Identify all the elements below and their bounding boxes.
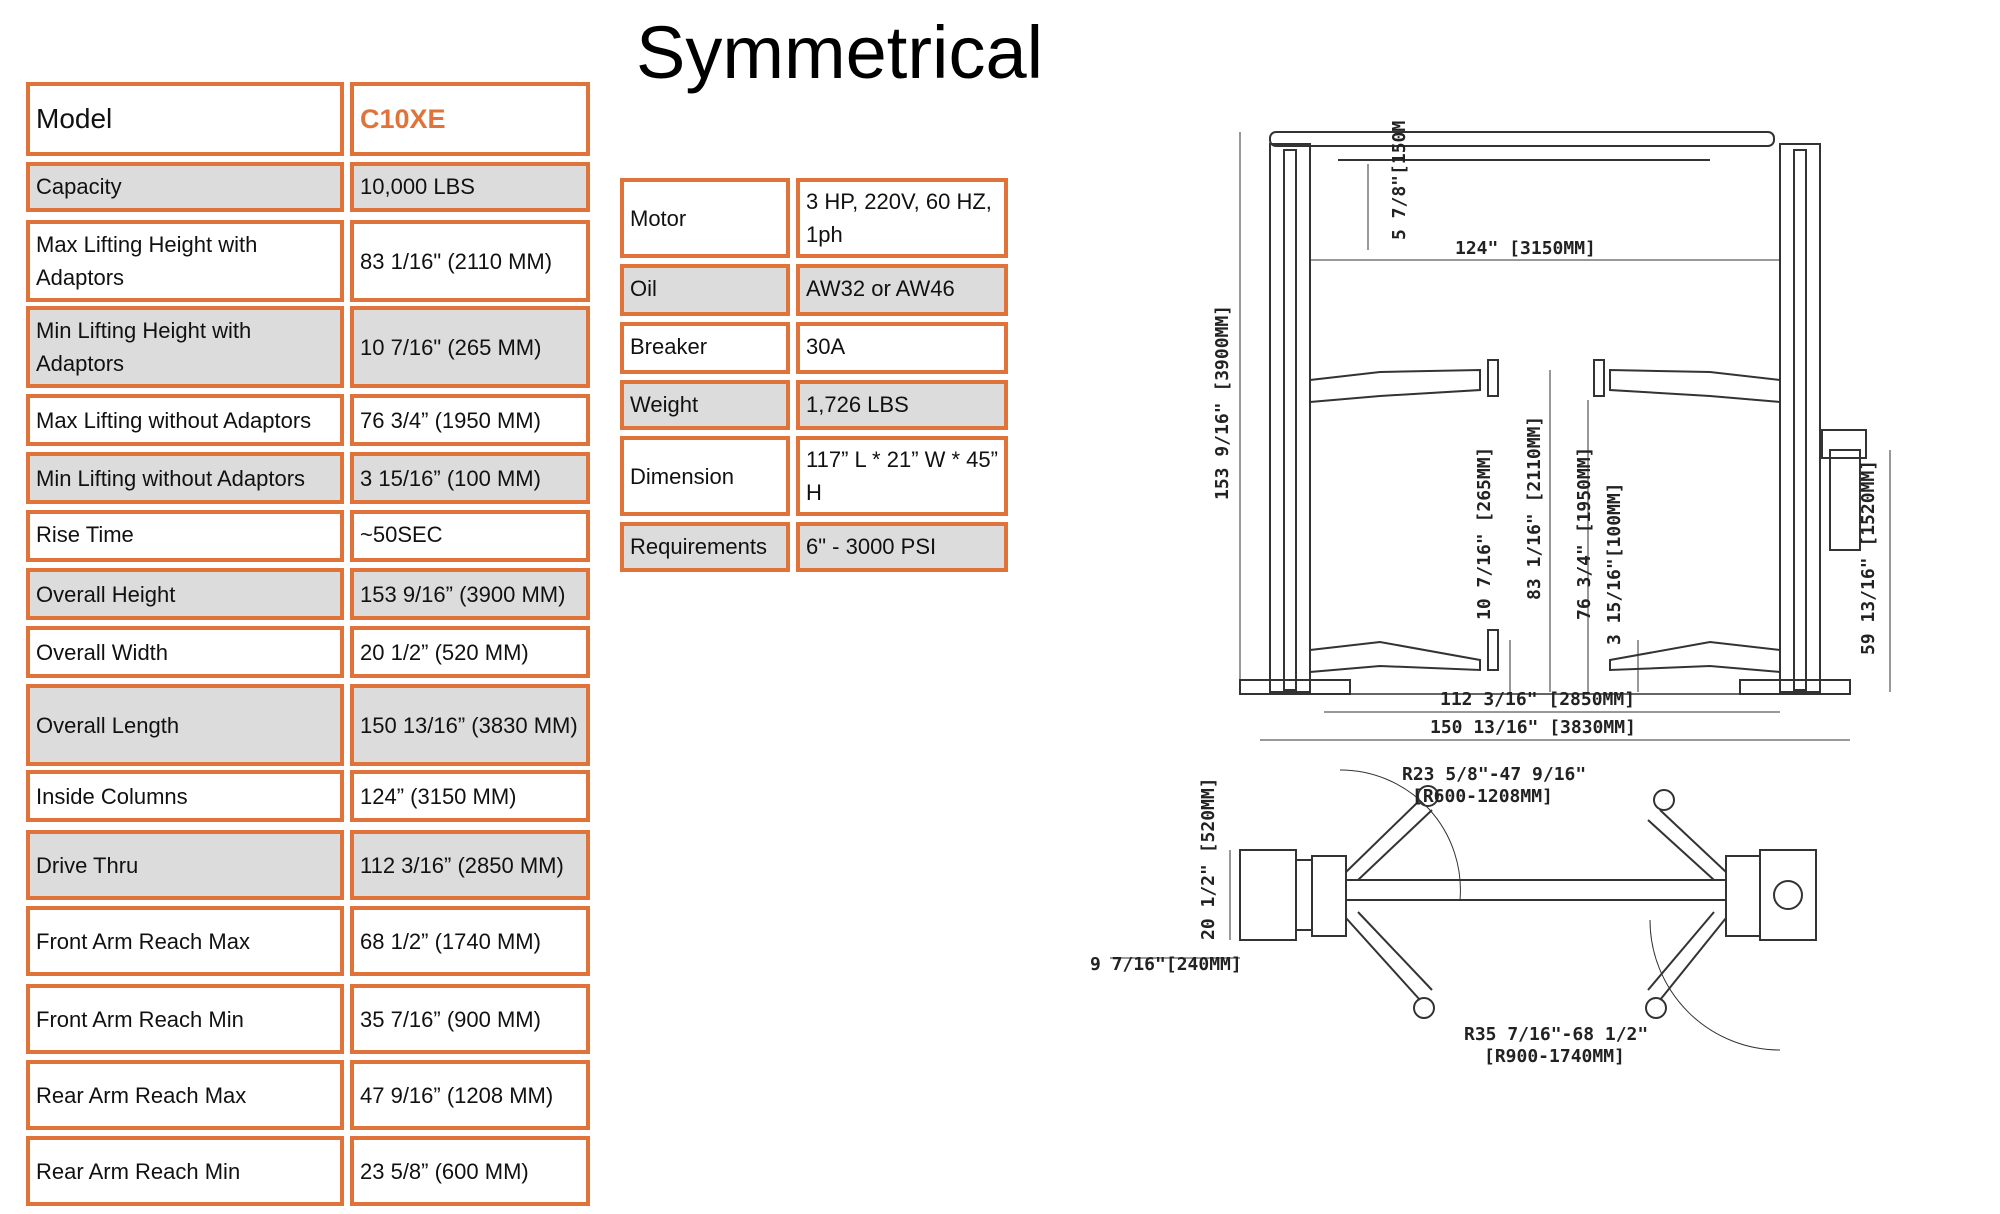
spec-label-oil: Oil [620,264,790,316]
spec-value-front-arm-min: 35 7/16” (900 MM) [350,984,590,1054]
spec-value-model: C10XE [350,82,590,156]
spec-label-overall-length: Overall Length [26,684,344,766]
spec-label-overall-height: Overall Height [26,568,344,620]
dim-front-reach-2: [R900-1740MM] [1484,1046,1625,1067]
dim-width: 20 1/2" [520MM] [1198,777,1219,940]
spec-value-inside-columns: 124” (3150 MM) [350,770,590,822]
spec-value-overall-length: 150 13/16” (3830 MM) [350,684,590,766]
spec-value-weight: 1,726 LBS [796,380,1008,430]
spec-label-front-arm-min: Front Arm Reach Min [26,984,344,1054]
spec-value-rear-arm-max: 47 9/16” (1208 MM) [350,1060,590,1130]
spec-label-dimension: Dimension [620,436,790,516]
dim-max-no-adaptor: 76 3/4" [1950MM] [1574,447,1595,620]
dim-overall-length: 150 13/16" [3830MM] [1430,717,1636,738]
lift-technical-drawing: 5 7/8"[150MM] 124" [3150MM] 153 9/16" [3… [1090,120,1891,1067]
spec-value-rear-arm-min: 23 5/8” (600 MM) [350,1136,590,1206]
power-unit [1829,449,1861,551]
spec-value-requirements: 6" - 3000 PSI [796,522,1008,572]
top-overhead-beam [1269,131,1775,147]
spec-label-front-arm-max: Front Arm Reach Max [26,906,344,976]
dim-power-unit: 59 13/16" [1520MM] [1858,460,1879,655]
dim-inside-columns: 124" [3150MM] [1455,238,1596,259]
dim-max-adaptor: 83 1/16" [2110MM] [1524,416,1545,600]
spec-label-inside-columns: Inside Columns [26,770,344,822]
spec-value-drive-thru: 112 3/16” (2850 MM) [350,830,590,900]
spec-label-rear-arm-max: Rear Arm Reach Max [26,1060,344,1130]
spec-label-rise-time: Rise Time [26,510,344,562]
dim-base-depth: 9 7/16"[240MM] [1090,954,1242,975]
spec-value-overall-width: 20 1/2” (520 MM) [350,626,590,678]
spec-value-front-arm-max: 68 1/2” (1740 MM) [350,906,590,976]
spec-label-requirements: Requirements [620,522,790,572]
spec-value-oil: AW32 or AW46 [796,264,1008,316]
top-plan-view [1110,769,1817,1051]
spec-value-max-lift-no-adaptors: 76 3/4” (1950 MM) [350,394,590,446]
spec-value-rise-time: ~50SEC [350,510,590,562]
spec-value-breaker: 30A [796,322,1008,374]
spec-value-max-lift-adaptors: 83 1/16" (2110 MM) [350,220,590,302]
spec-label-weight: Weight [620,380,790,430]
spec-label-model: Model [26,82,344,156]
spec-label-min-lift-no-adaptors: Min Lifting without Adaptors [26,452,344,504]
dim-rear-reach-1: R23 5/8"-47 9/16" [1402,764,1586,785]
spec-label-rear-arm-min: Rear Arm Reach Min [26,1136,344,1206]
spec-label-max-lift-no-adaptors: Max Lifting without Adaptors [26,394,344,446]
spec-value-min-lift-adaptors: 10 7/16" (265 MM) [350,306,590,388]
dim-rear-reach-2: [R600-1208MM] [1412,786,1553,807]
spec-value-overall-height: 153 9/16” (3900 MM) [350,568,590,620]
spec-label-overall-width: Overall Width [26,626,344,678]
spec-label-drive-thru: Drive Thru [26,830,344,900]
spec-label-breaker: Breaker [620,322,790,374]
dim-min-adaptor: 10 7/16" [265MM] [1474,447,1495,620]
dim-drive-thru: 112 3/16" [2850MM] [1440,689,1635,710]
dim-overall-height: 153 9/16" [3900MM] [1212,305,1233,500]
spec-label-motor: Motor [620,178,790,258]
dim-top-clear: 5 7/8"[150MM] [1389,120,1410,240]
spec-value-capacity: 10,000 LBS [350,162,590,212]
spec-value-motor: 3 HP, 220V, 60 HZ, 1ph [796,178,1008,258]
front-elevation-view [1239,131,1891,741]
dim-front-reach-1: R35 7/16"-68 1/2" [1464,1024,1648,1045]
spec-label-min-lift-adaptors: Min Lifting Height with Adaptors [26,306,344,388]
left-column [1269,143,1311,693]
spec-label-capacity: Capacity [26,162,344,212]
spec-value-min-lift-no-adaptors: 3 15/16” (100 MM) [350,452,590,504]
spec-label-max-lift-adaptors: Max Lifting Height with Adaptors [26,220,344,302]
right-column [1779,143,1821,693]
dim-min-no-adaptor: 3 15/16"[100MM] [1604,482,1625,645]
page-title: Symmetrical [636,11,1044,94]
spec-value-dimension: 117” L * 21” W * 45” H [796,436,1008,516]
